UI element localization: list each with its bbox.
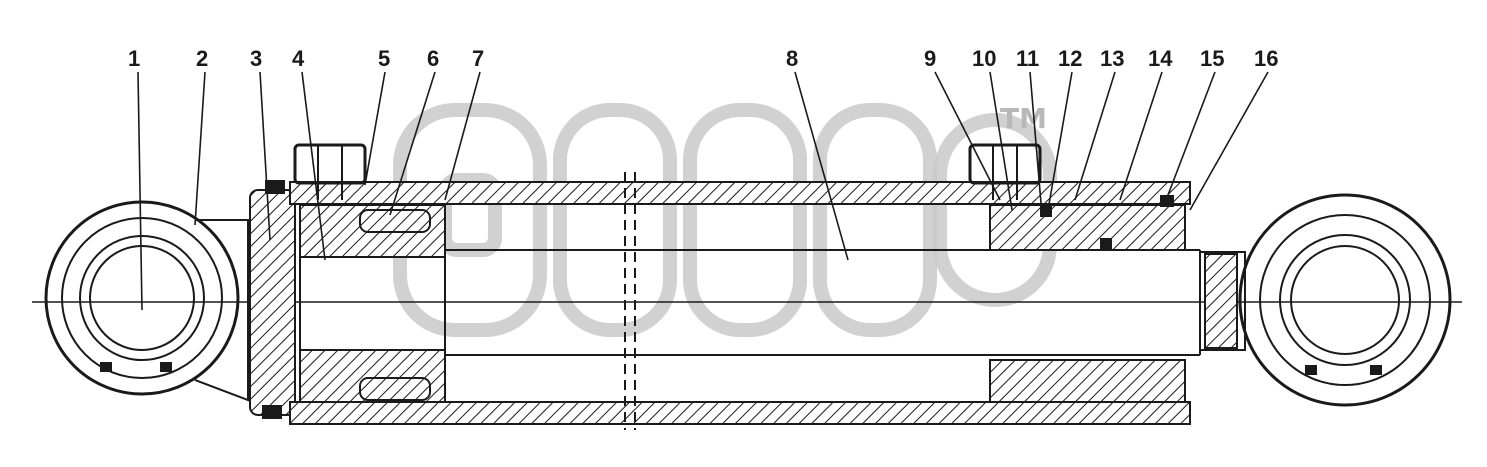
callout-13: 13 xyxy=(1100,46,1124,71)
callout-4: 4 xyxy=(292,46,305,71)
callout-6: 6 xyxy=(427,46,439,71)
end-cap-weld-bottom xyxy=(262,405,282,419)
trademark-mark: TM xyxy=(1000,102,1047,135)
callout-5: 5 xyxy=(378,46,390,71)
callout-16: 16 xyxy=(1254,46,1278,71)
callout-9: 9 xyxy=(924,46,936,71)
callout-3: 3 xyxy=(250,46,262,71)
callout-1: 1 xyxy=(128,46,140,71)
callout-14: 14 xyxy=(1148,46,1173,71)
leader-lines xyxy=(137,71,1269,311)
cylinder-barrel xyxy=(289,172,1191,430)
end-cap xyxy=(249,189,296,416)
callout-labels: 1 2 3 4 5 6 7 8 9 10 11 12 13 14 15 16 xyxy=(128,46,1278,71)
callout-7: 7 xyxy=(472,46,484,71)
port-right xyxy=(968,143,1042,200)
callout-2: 2 xyxy=(196,46,208,71)
right-eye-mount xyxy=(1200,193,1452,407)
callout-15: 15 xyxy=(1200,46,1224,71)
watermark-logo: TM xyxy=(393,102,1057,337)
gland xyxy=(989,195,1186,403)
end-cap-weld-top xyxy=(265,180,285,194)
callout-11: 11 xyxy=(1016,46,1039,71)
callout-8: 8 xyxy=(786,46,798,71)
left-eye-mount xyxy=(44,200,249,402)
port-left xyxy=(293,143,367,200)
callout-10: 10 xyxy=(972,46,996,71)
callout-12: 12 xyxy=(1058,46,1082,71)
